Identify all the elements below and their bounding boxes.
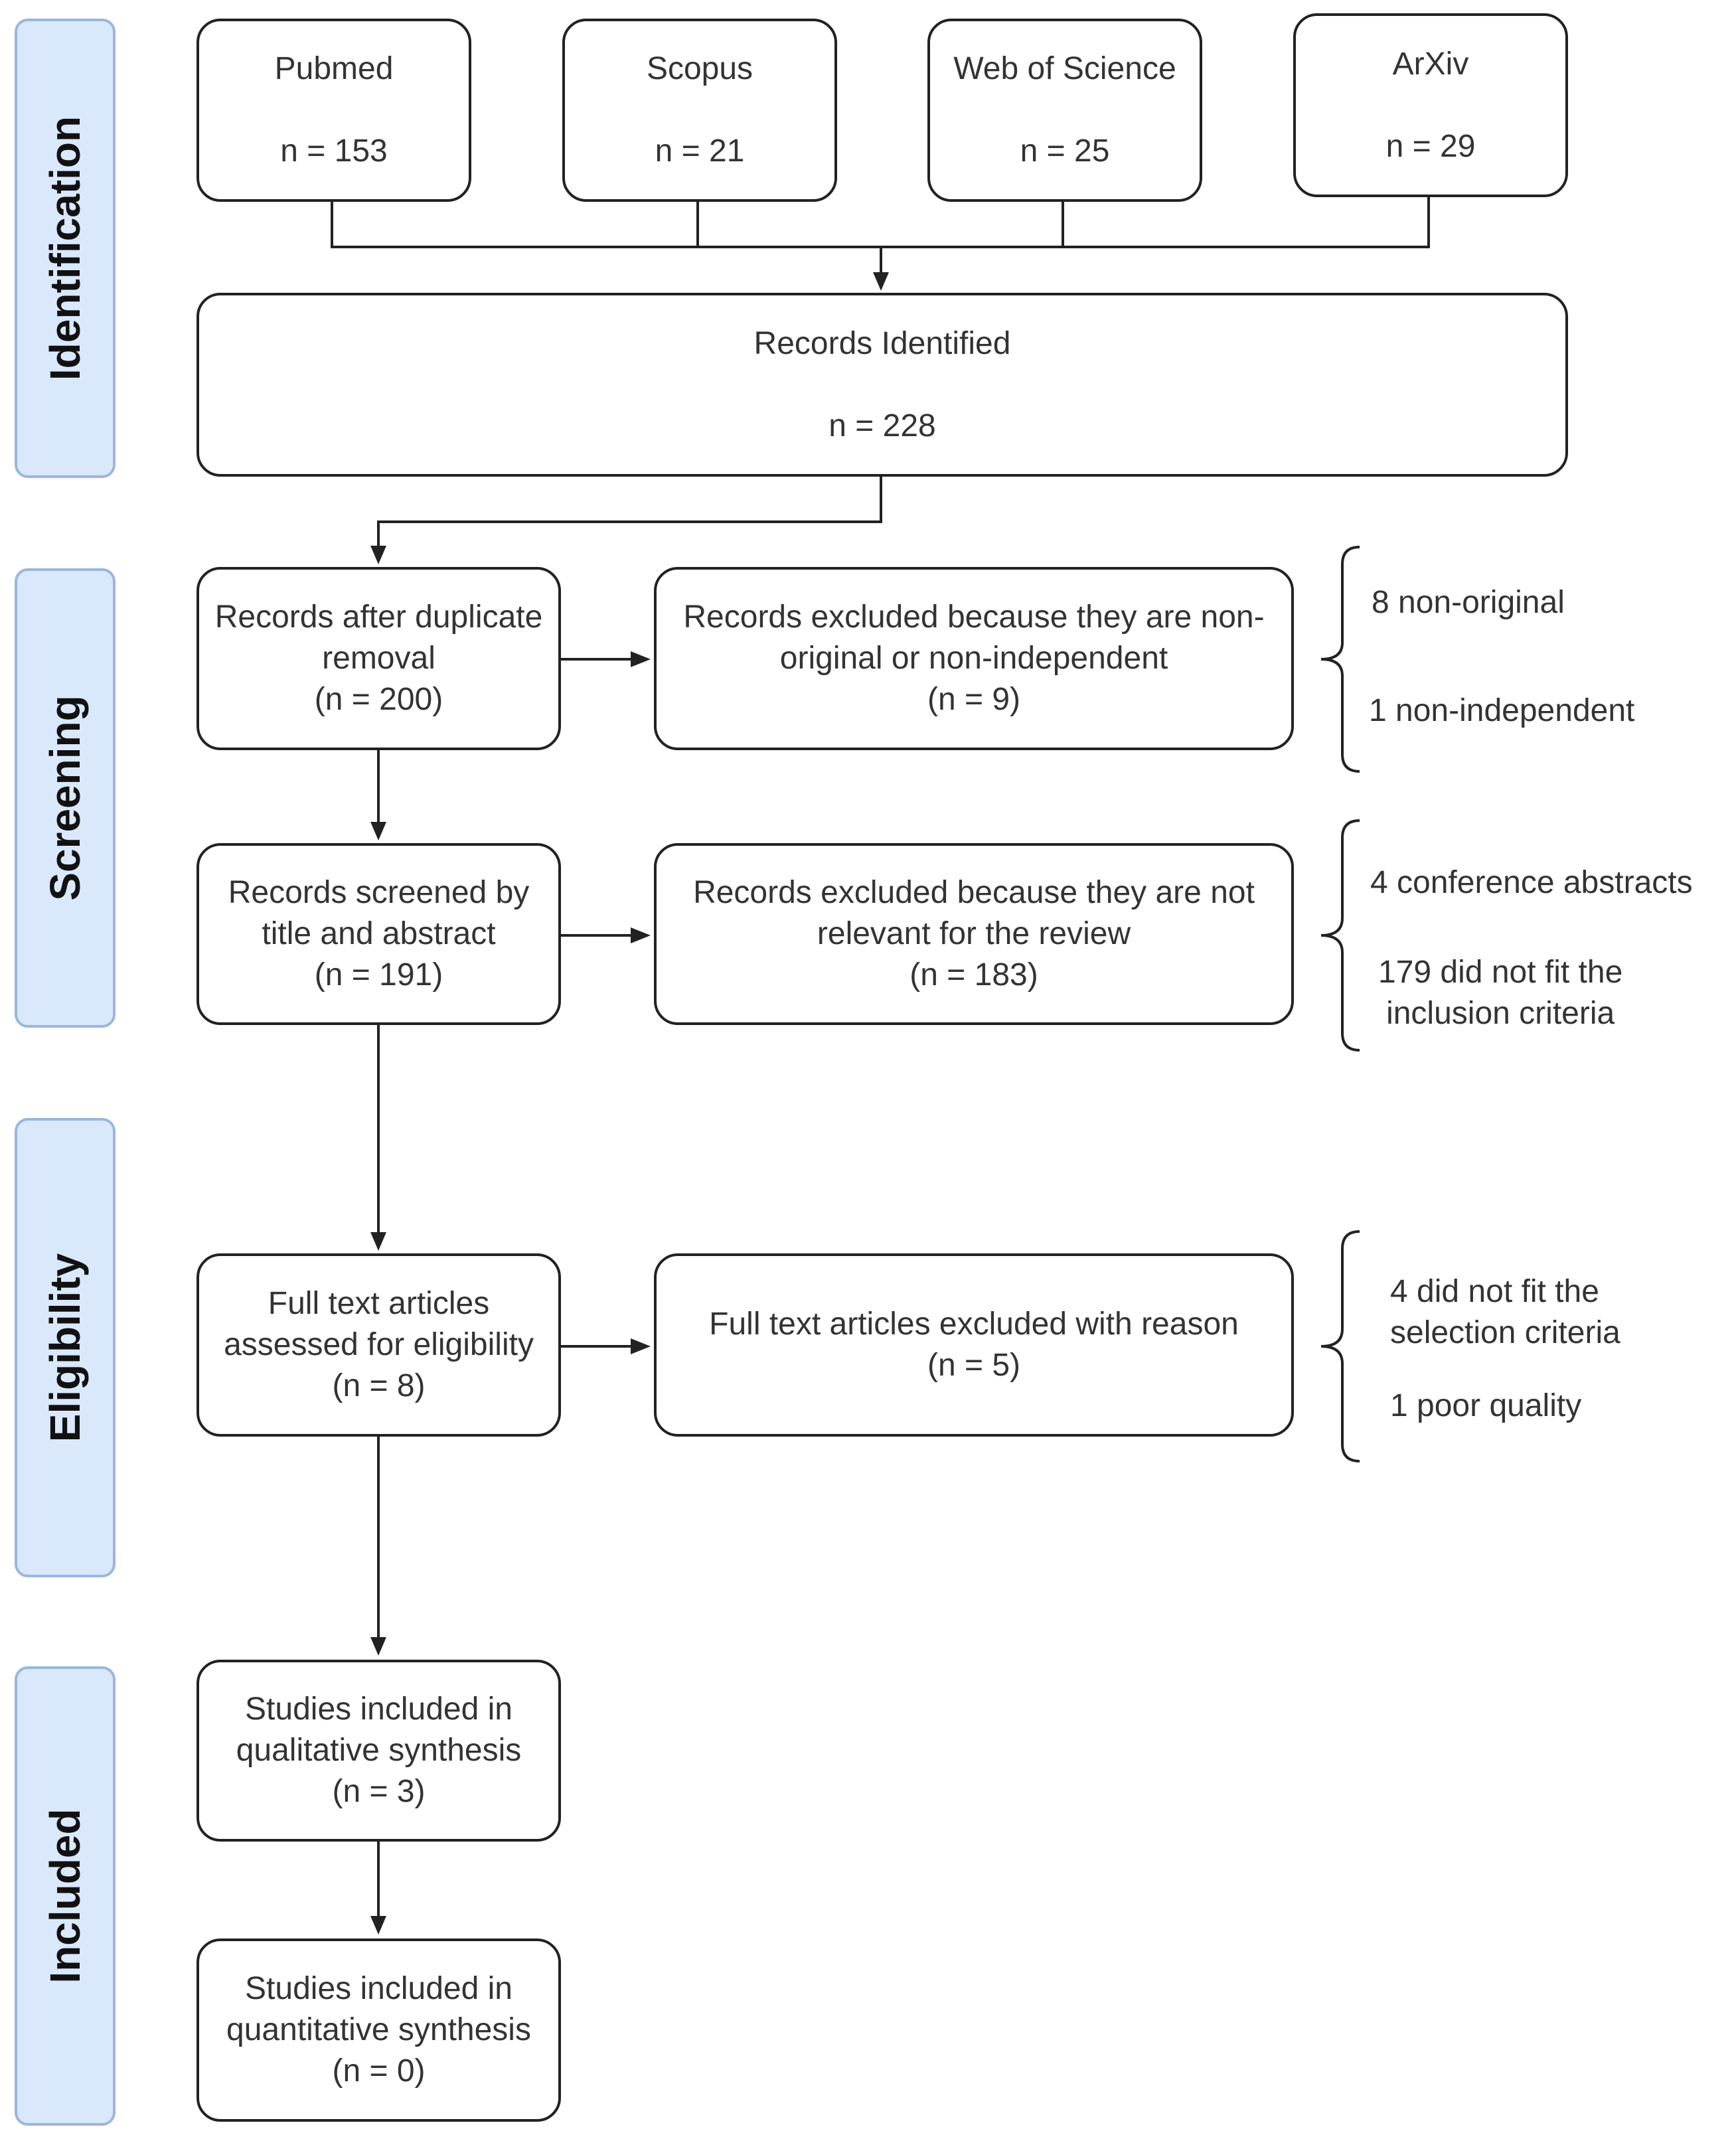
brace-1	[1320, 546, 1360, 773]
arrowhead	[370, 822, 386, 840]
records-identified-label: Records Identified	[753, 325, 1011, 361]
phase-screening-label: Screening	[41, 695, 89, 901]
note-selection-line1: 4 did not fit the	[1390, 1274, 1599, 1309]
quantitative-count: (n = 0)	[332, 2053, 426, 2089]
fulltext-count: (n = 8)	[332, 1368, 426, 1403]
arrowhead	[370, 1637, 386, 1656]
quantitative-synthesis-box: Studies included in quantitative synthes…	[197, 1939, 561, 2122]
dedup-line1: Records after duplicate	[214, 599, 543, 635]
excluded3-count: (n = 5)	[927, 1348, 1021, 1383]
source-pubmed: Pubmed n = 153	[197, 19, 471, 202]
source-count: n = 29	[1385, 128, 1476, 164]
arrowhead	[370, 546, 386, 564]
note-non-original: 8 non-original	[1372, 585, 1565, 620]
qualitative-synthesis-box: Studies included in qualitative synthesi…	[197, 1660, 561, 1842]
source-name: Scopus	[646, 51, 753, 86]
source-name: Pubmed	[274, 51, 394, 86]
arrowhead	[370, 1232, 386, 1251]
brace-3	[1320, 1230, 1360, 1463]
quantitative-line2: quantitative synthesis	[226, 2012, 531, 2047]
quantitative-line1: Studies included in	[245, 1971, 513, 2006]
phase-included-label: Included	[41, 1808, 89, 1984]
arrowhead	[631, 927, 651, 943]
note-non-independent: 1 non-independent	[1369, 693, 1635, 728]
excluded1-line1: Records excluded because they are non-	[683, 599, 1265, 635]
note-inclusion-criteria: 179 did not fit the inclusion criteria	[1378, 952, 1622, 1034]
source-count: n = 21	[655, 133, 745, 169]
excluded2-count: (n = 183)	[909, 957, 1038, 992]
phase-identification: Identification	[15, 19, 116, 478]
note-poor-quality: 1 poor quality	[1390, 1388, 1582, 1423]
records-identified-box: Records Identified n = 228	[197, 293, 1568, 477]
note-inclusion-line2: inclusion criteria	[1386, 996, 1615, 1031]
arrow-to-dedup	[377, 477, 882, 551]
arrowhead	[873, 272, 889, 291]
dedup-count: (n = 200)	[314, 682, 443, 717]
excluded-not-relevant-box: Records excluded because they are not re…	[654, 843, 1294, 1025]
arrowhead	[631, 1338, 651, 1354]
screened-count: (n = 191)	[314, 957, 443, 992]
merge-connector	[331, 197, 1430, 248]
screened-line2: title and abstract	[262, 916, 496, 951]
records-identified-count: n = 228	[829, 408, 936, 443]
fulltext-excluded-box: Full text articles excluded with reason …	[654, 1253, 1294, 1437]
screened-box: Records screened by title and abstract (…	[197, 843, 561, 1025]
note-conference-abstracts: 4 conference abstracts	[1370, 865, 1693, 900]
excluded-duplicates-box: Records excluded because they are non- o…	[654, 567, 1294, 750]
phase-eligibility: Eligibility	[15, 1118, 116, 1577]
excluded2-line1: Records excluded because they are not	[693, 875, 1255, 910]
source-name: Web of Science	[953, 51, 1176, 86]
screened-line1: Records screened by	[228, 875, 530, 910]
excluded1-line2: original or non-independent	[779, 641, 1168, 676]
source-count: n = 153	[280, 133, 388, 169]
qualitative-line2: qualitative synthesis	[236, 1733, 522, 1768]
note-selection-line2: selection criteria	[1390, 1315, 1620, 1350]
arrowhead	[370, 1916, 386, 1935]
dedup-line2: removal	[322, 641, 435, 676]
source-name: ArXiv	[1392, 46, 1469, 82]
phase-eligibility-label: Eligibility	[41, 1253, 89, 1443]
dedup-box: Records after duplicate removal (n = 200…	[197, 567, 561, 750]
phase-screening: Screening	[15, 568, 116, 1028]
note-selection-criteria: 4 did not fit the selection criteria	[1390, 1271, 1620, 1354]
fulltext-line2: assessed for eligibility	[224, 1327, 534, 1362]
phase-included: Included	[15, 1666, 116, 2126]
fulltext-line1: Full text articles	[268, 1286, 490, 1321]
fulltext-assessed-box: Full text articles assessed for eligibil…	[197, 1253, 561, 1437]
excluded3-line1: Full text articles excluded with reason	[709, 1306, 1239, 1342]
brace-2	[1320, 819, 1360, 1052]
qualitative-count: (n = 3)	[332, 1774, 426, 1809]
excluded2-line2: relevant for the review	[817, 916, 1131, 951]
excluded1-count: (n = 9)	[927, 682, 1021, 717]
source-count: n = 25	[1020, 133, 1110, 169]
phase-identification-label: Identification	[41, 116, 89, 381]
qualitative-line1: Studies included in	[245, 1692, 513, 1727]
arrowhead	[631, 651, 651, 667]
note-inclusion-line1: 179 did not fit the	[1378, 955, 1623, 990]
source-arxiv: ArXiv n = 29	[1293, 13, 1568, 197]
source-web-of-science: Web of Science n = 25	[927, 19, 1202, 202]
source-scopus: Scopus n = 21	[562, 19, 837, 202]
